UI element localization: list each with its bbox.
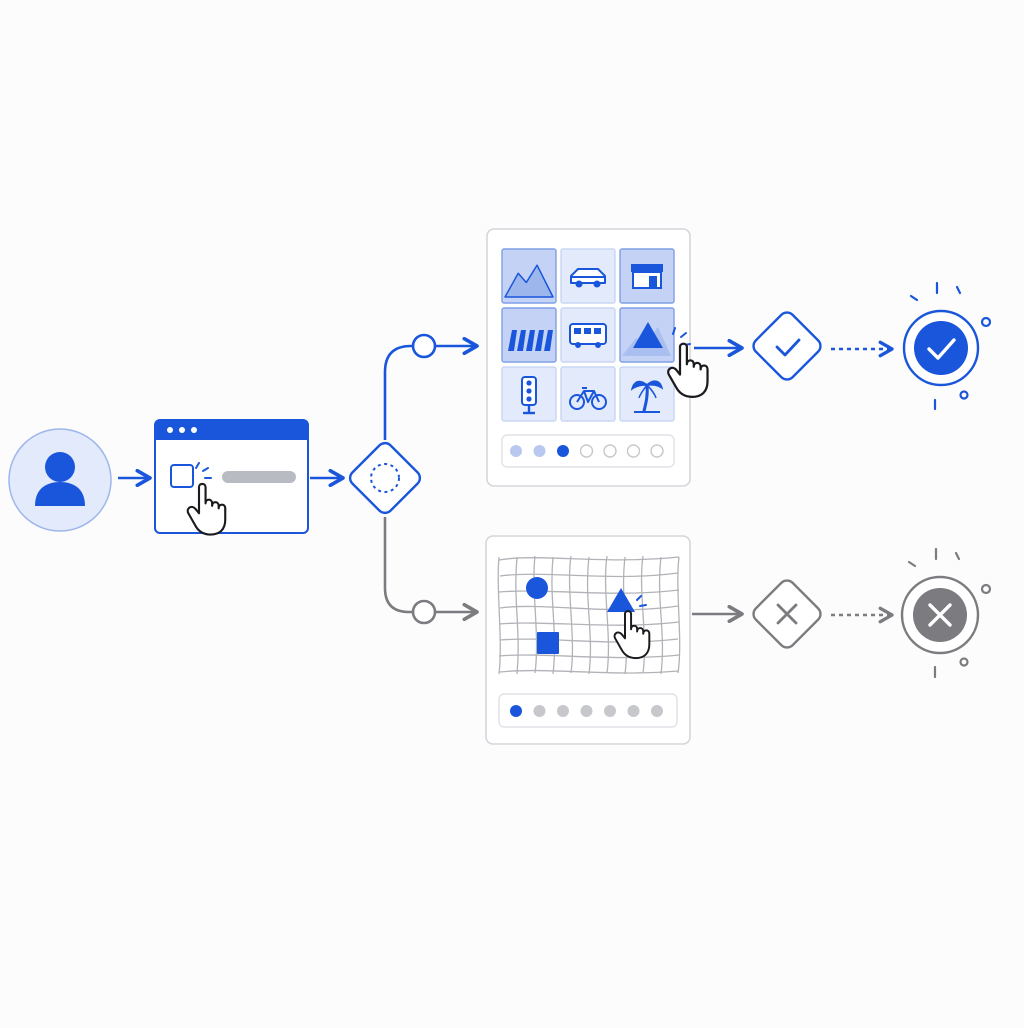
check-icon — [775, 338, 801, 357]
image-grid-challenge-panel — [486, 228, 709, 487]
click-burst — [195, 462, 212, 479]
click-burst — [636, 595, 647, 607]
image-tile-storefront — [619, 248, 675, 304]
circle-icon — [526, 577, 548, 599]
checkbox — [170, 464, 194, 488]
user-avatar-icon — [35, 452, 85, 506]
car-icon — [570, 268, 606, 288]
label-placeholder-bar — [222, 471, 296, 483]
progress-dot — [557, 445, 569, 457]
sparkle-rays — [909, 281, 992, 411]
result-success-node — [902, 281, 992, 411]
triangle-icon — [607, 588, 635, 612]
warped-grid-challenge-panel — [485, 535, 691, 745]
traffic-light-icon — [521, 376, 537, 415]
progress-dot — [604, 705, 616, 717]
dashed-circle-icon — [370, 463, 400, 493]
palm-tree-icon — [630, 380, 664, 413]
result-failure-node — [900, 547, 992, 679]
progress-dot — [579, 444, 594, 458]
image-tile-bus — [560, 307, 616, 363]
branch-up-line — [383, 344, 413, 440]
window-titlebar — [155, 420, 308, 440]
progress-dot — [557, 705, 569, 717]
image-tile-crosswalk — [501, 307, 557, 363]
sparkle-rays — [907, 547, 992, 679]
progress-dot — [580, 705, 593, 717]
progress-dot — [650, 444, 664, 458]
image-tile-mountain — [501, 248, 557, 304]
branch-up-junction — [411, 333, 437, 359]
progress-dot — [627, 705, 640, 717]
x-icon — [776, 603, 798, 625]
verify-fail-node — [752, 579, 822, 649]
image-tile-traffic-light — [501, 366, 557, 422]
progress-dots-bottom — [510, 705, 663, 717]
decision-node — [348, 441, 422, 515]
image-tile-grid — [501, 248, 675, 422]
triangle-icon — [622, 322, 671, 356]
progress-dot — [603, 444, 617, 458]
user-node — [8, 428, 112, 532]
checkbox-window-node — [154, 419, 309, 536]
progress-dot — [533, 445, 546, 457]
bicycle-icon — [569, 387, 607, 410]
verify-pass-node — [752, 311, 822, 381]
x-circle-icon — [928, 603, 952, 627]
image-tile-bicycle — [560, 366, 616, 422]
branch-down-line — [383, 517, 413, 614]
image-tile-triangle — [619, 307, 675, 363]
branch-down-junction — [411, 599, 437, 625]
progress-dot — [626, 444, 641, 458]
bus-icon — [569, 323, 607, 348]
image-tile-palm-tree — [619, 366, 675, 422]
storefront-icon — [631, 264, 663, 289]
progress-dot — [651, 705, 663, 717]
progress-dot — [510, 445, 522, 457]
progress-dot — [533, 705, 546, 717]
mountain-icon — [504, 264, 554, 298]
warped-mesh — [497, 555, 681, 675]
progress-dots-top — [510, 444, 664, 458]
square-icon — [537, 632, 559, 654]
image-tile-car — [560, 248, 616, 304]
check-circle-icon — [927, 338, 956, 360]
progress-dot — [510, 705, 522, 717]
crosswalk-icon — [508, 330, 553, 351]
